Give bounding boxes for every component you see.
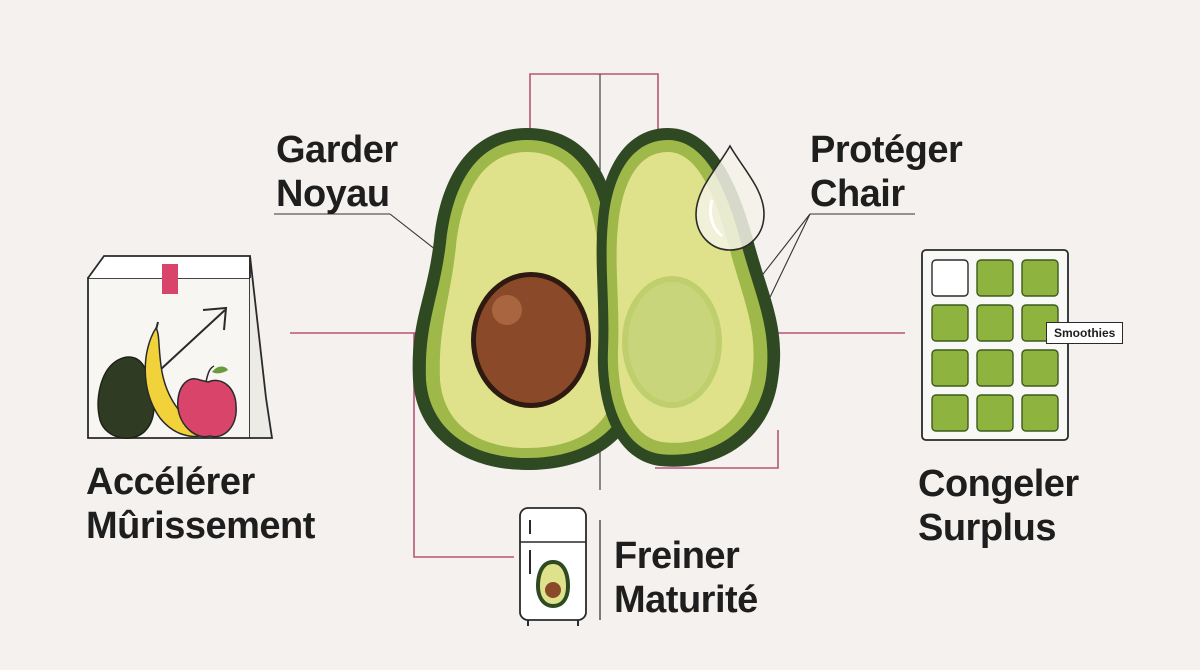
- protect-flesh-line-1: Protéger: [810, 129, 963, 171]
- avocado-half-with-pit-icon: [412, 128, 643, 470]
- water-drop-icon: [695, 144, 765, 251]
- freeze-surplus-line-1: Congeler: [918, 463, 1079, 505]
- paper-bag-with-fruit-icon: [87, 255, 274, 439]
- speed-ripening-label: Accélérer Mûrissement: [86, 460, 315, 548]
- protect-flesh-line-2: Chair: [810, 173, 905, 215]
- keep-pit-line-1: Garder: [276, 129, 398, 171]
- refrigerator-icon: [519, 507, 601, 626]
- smoothies-tag: Smoothies: [1046, 322, 1124, 344]
- speed-ripening-line-2: Mûrissement: [86, 505, 315, 547]
- slow-ripening-line-1: Freiner: [614, 535, 740, 577]
- keep-pit-line-2: Noyau: [276, 173, 390, 215]
- speed-ripening-line-1: Accélérer: [86, 461, 255, 503]
- keep-pit-label: Garder Noyau: [276, 128, 398, 216]
- freeze-surplus-label: Congeler Surplus: [918, 462, 1079, 550]
- protect-flesh-label: Protéger Chair: [810, 128, 963, 216]
- ice-cube-tray-icon: [921, 249, 1069, 441]
- avocado-half-without-pit-icon: [596, 128, 781, 467]
- slow-ripening-line-2: Maturité: [614, 579, 758, 621]
- slow-ripening-label: Freiner Maturité: [614, 534, 758, 622]
- freeze-surplus-line-2: Surplus: [918, 507, 1056, 549]
